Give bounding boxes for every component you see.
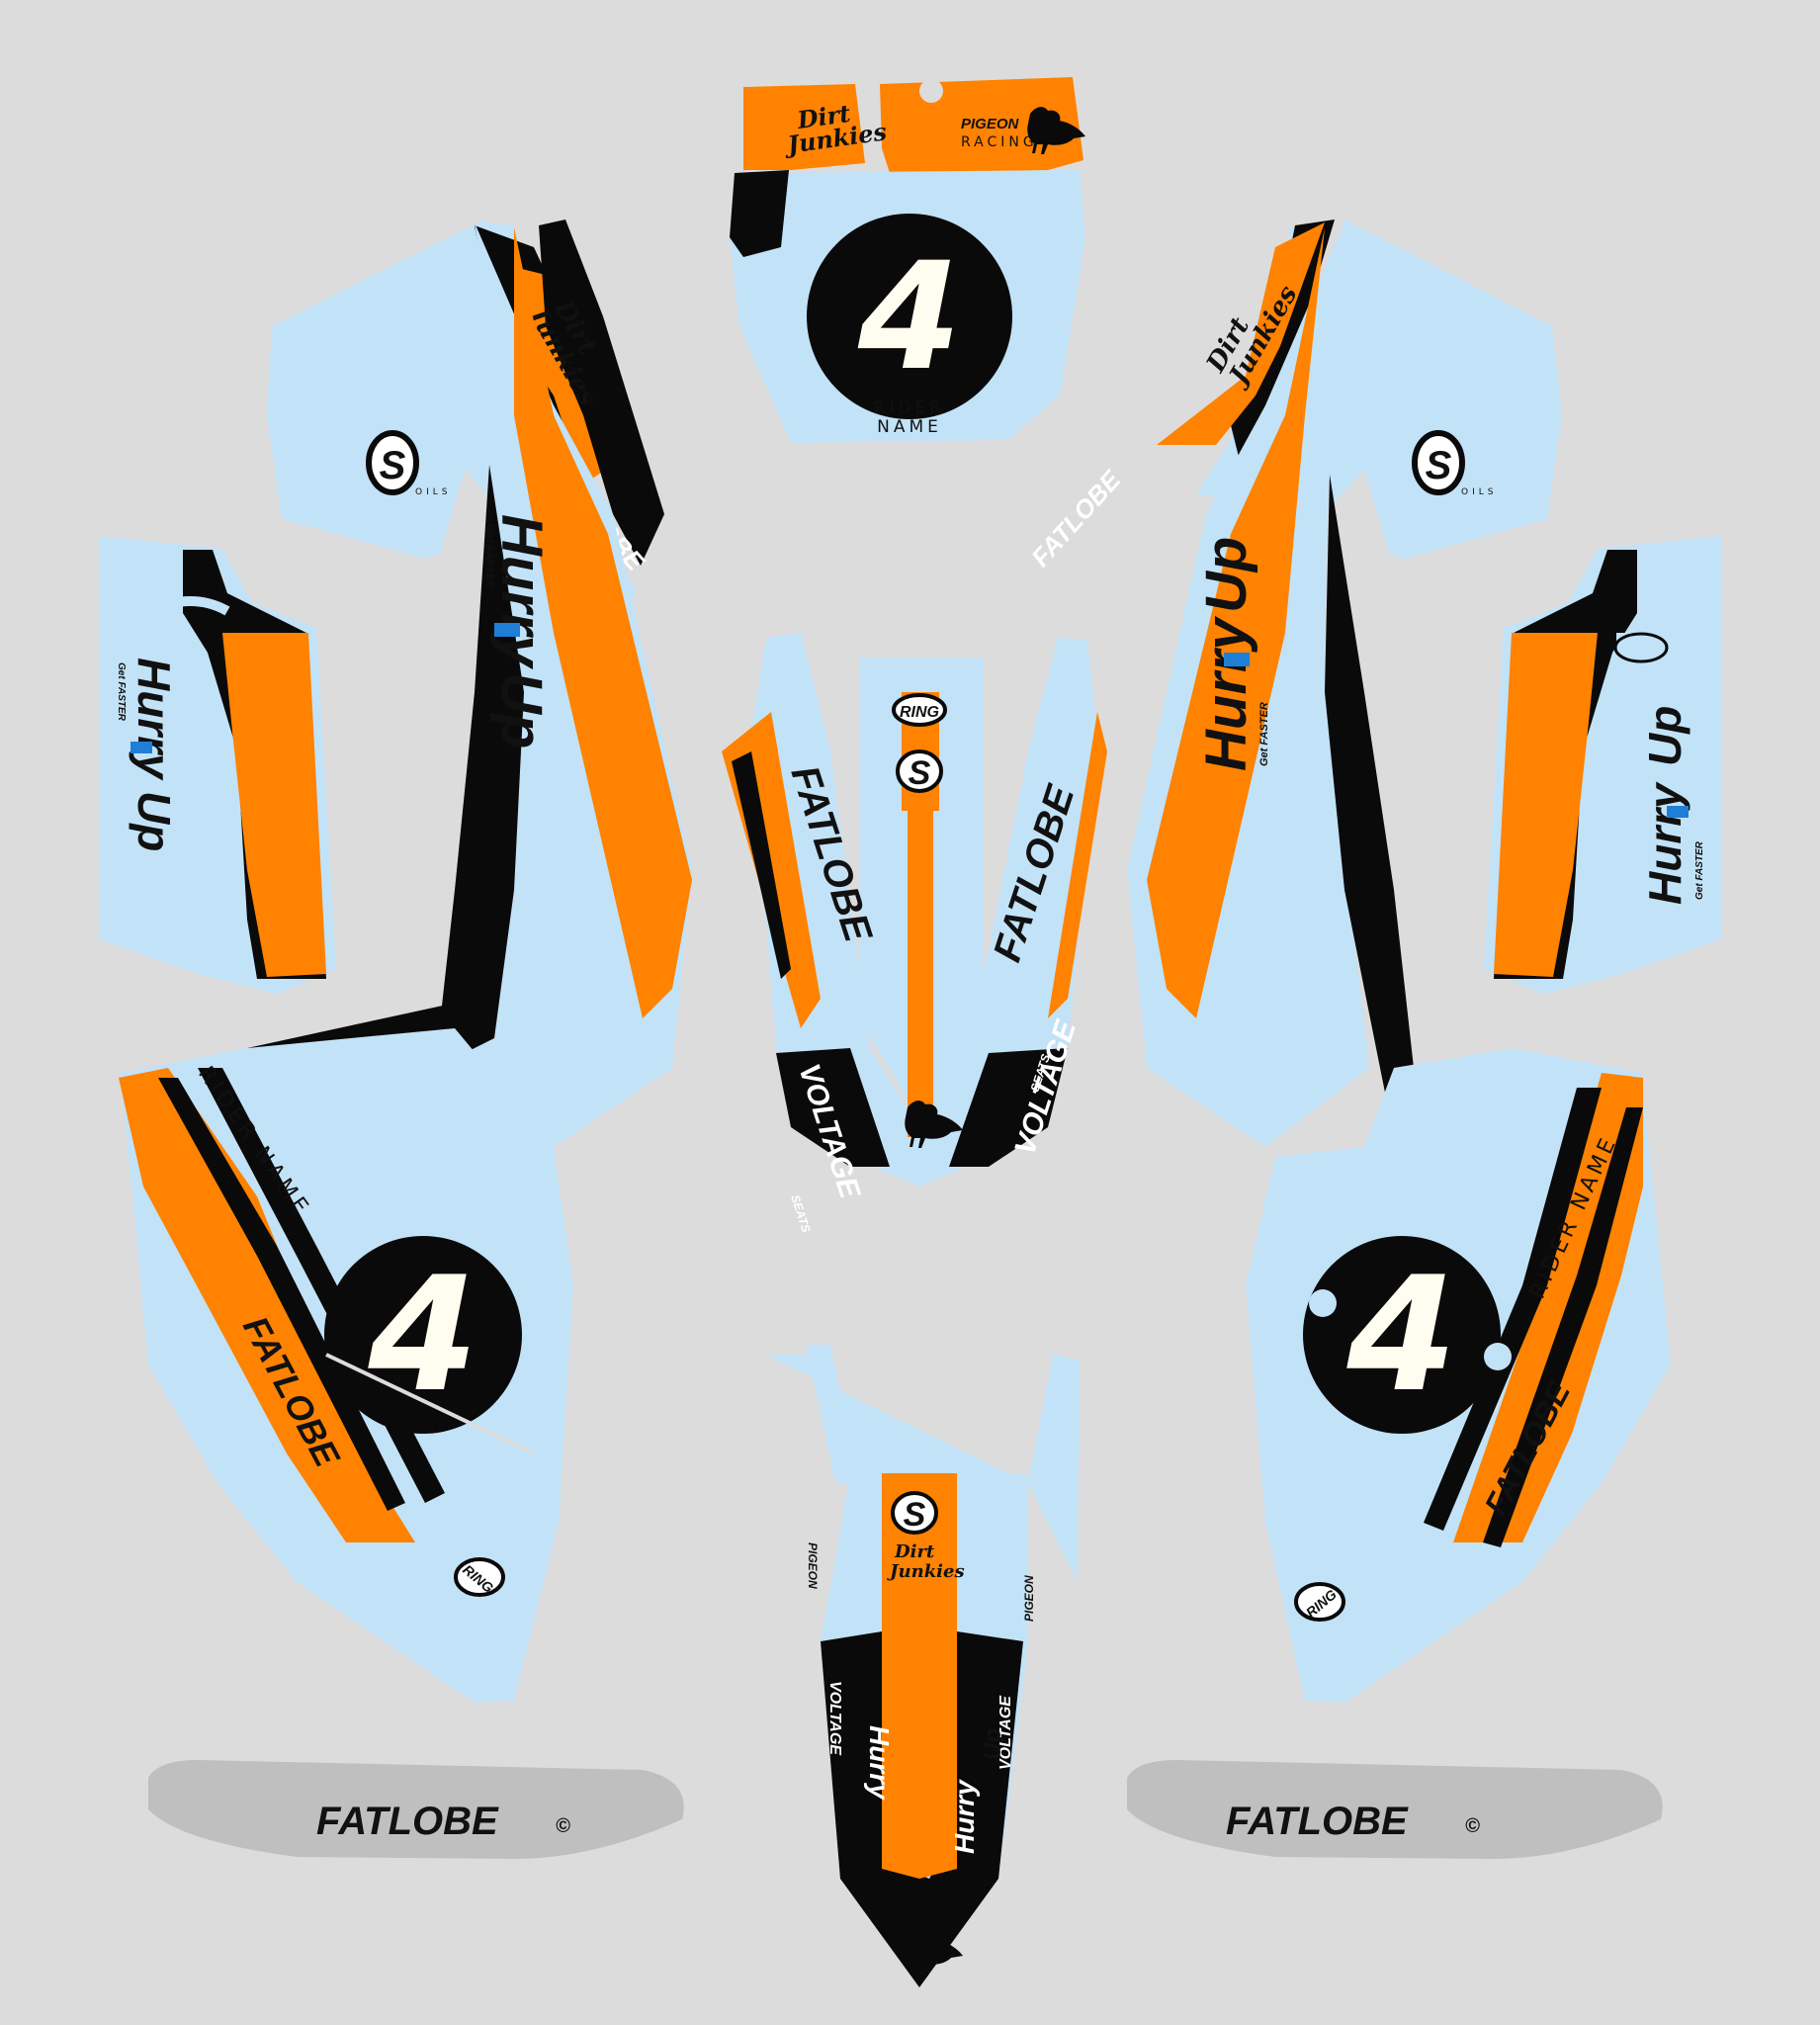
fender-pigeon-right: PIGEON (1022, 1575, 1036, 1622)
front-plate-racing: RACING (961, 134, 1038, 150)
svg-text:S: S (380, 444, 406, 487)
center-tank-panel: FATLOBE FATLOBE VOLTAGE VOLTAGE SEATS SE… (722, 633, 1107, 1234)
front-number-plate: 4 RIDER NAME Dirt Junkies PIGEON RACING (730, 77, 1085, 443)
right-fork-hurry-tag: Get FASTER (1694, 840, 1705, 900)
left-fork-hurry: Hurry (129, 658, 180, 781)
right-rear-number: 4 (1345, 1242, 1456, 1427)
fender-up-right: Up (980, 1728, 1006, 1760)
right-side-panel: Hurry Up Get FASTER (1127, 222, 1424, 1157)
left-seat-copyright: © (556, 1815, 570, 1837)
s-oils-logo: S OILS (366, 430, 451, 497)
left-seat-fatlobe: FATLOBE (316, 1800, 499, 1843)
svg-text:OILS: OILS (415, 487, 451, 497)
fender-voltage-left: VOLTAGE (826, 1681, 843, 1756)
right-panel-hurry: Hurry (1194, 616, 1258, 771)
left-panel-hurry: Hurry (489, 514, 554, 669)
right-rear-ring-logo: RING (1294, 1582, 1345, 1622)
left-panel-hurry-tag: Get FASTER (483, 524, 495, 588)
front-plate-rider-label: RIDER (874, 398, 945, 418)
fender-pigeon-left: PIGEON (806, 1542, 820, 1589)
right-panel-up: Up (1194, 537, 1258, 613)
right-rear-number-panel: 4 RIDER NAME FATLOBE RING (1246, 1048, 1671, 1703)
left-seat-strip: FATLOBE © (148, 1760, 684, 1859)
front-plate-name-label: NAME (877, 417, 942, 437)
center-left-seats: SEATS (788, 1193, 813, 1235)
ring-logo: RING (892, 693, 947, 727)
left-fork-up: Up (129, 791, 180, 851)
fender-voltage-right: VOLTAGE (997, 1695, 1014, 1770)
svg-text:S: S (909, 754, 931, 792)
front-fender: S Dirt Junkies PIGEON PIGEON VOLTAGE VOL… (766, 1345, 1080, 1987)
svg-text:OILS: OILS (1461, 487, 1497, 497)
right-fork-up: Up (1639, 706, 1690, 766)
fender-dirt-junkies: Dirt (894, 1541, 935, 1562)
svg-text:RING: RING (900, 704, 939, 721)
svg-text:S: S (1426, 444, 1452, 487)
fender-hurry-left: Hurry (864, 1725, 895, 1801)
left-rear-number: 4 (367, 1242, 477, 1427)
left-side-panel: Hurry Up Get FASTER (247, 222, 692, 1147)
right-fork-hurry: Hurry (1639, 781, 1690, 905)
fender-s-oils-logo: S (891, 1491, 938, 1535)
right-seat-copyright: © (1465, 1815, 1480, 1837)
right-fork-guard: Hurry Up Get FASTER (1484, 536, 1721, 994)
left-fork-hurry-tag: Get FASTER (116, 662, 127, 722)
left-panel-up: Up (489, 672, 554, 748)
svg-text:S: S (904, 1496, 926, 1534)
right-s-oils-logo: S OILS (1412, 430, 1497, 497)
right-panel-hurry-tag: Get FASTER (1258, 702, 1270, 766)
fender-hurry-right: Hurry (949, 1779, 980, 1854)
front-plate-pigeon: PIGEON (961, 116, 1020, 132)
center-s-oils-logo: S (896, 749, 943, 793)
right-seat-strip: FATLOBE © (1127, 1760, 1663, 1859)
right-seat-fatlobe: FATLOBE (1226, 1800, 1409, 1843)
right-shroud-fatlobe: FATLOBE (1025, 465, 1127, 572)
left-rear-ring-logo: RING (454, 1557, 505, 1597)
fender-dirt-junkies-2: Junkies (887, 1561, 965, 1582)
left-rear-number-panel: 4 RIDER NAME FATLOBE RING (119, 1028, 573, 1703)
left-fork-guard: Hurry Up Get FASTER (99, 536, 336, 994)
front-plate-number: 4 (857, 231, 961, 403)
